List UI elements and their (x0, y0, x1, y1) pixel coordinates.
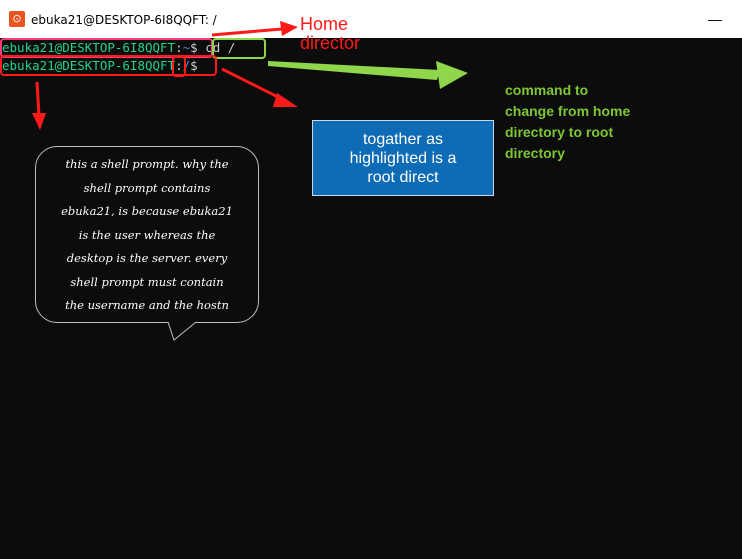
prompt-user-host: ebuka21@DESKTOP-6I8QQFT (2, 40, 176, 55)
highlight-root-path (172, 56, 186, 77)
minimize-button[interactable]: — (708, 11, 722, 27)
highlight-user-host-line-2 (0, 55, 217, 76)
explanation-line: shell prompt contains (83, 180, 211, 195)
explanation-line: shell prompt must contain (70, 274, 224, 289)
root-note-line: togather as (362, 131, 444, 148)
prompt-path: ~ (182, 40, 191, 55)
root-note-line: root direct (367, 169, 439, 186)
explanation-line: ebuka21, is because ebuka21 (61, 204, 233, 218)
command-note-line: change from home (505, 103, 631, 119)
prompt-path: / (182, 58, 191, 73)
command-note-line: directory to root (505, 124, 614, 140)
prompt-user-host: ebuka21@DESKTOP-6I8QQFT (2, 58, 176, 73)
root-directory-note: togather as highlighted is a root direct (312, 120, 494, 196)
prompt-line-2[interactable]: ebuka21@DESKTOP-6I8QQFT:/$ (2, 57, 206, 73)
explanation-line: is the user whereas the (78, 227, 216, 242)
command-note: command to change from home directory to… (505, 80, 675, 164)
prompt-colon: : (175, 58, 183, 73)
prompt-explanation-bubble: this a shell prompt. why the shell promp… (35, 146, 259, 323)
highlight-command (212, 38, 266, 59)
prompt-line-1: ebuka21@DESKTOP-6I8QQFT:~$ cd / (2, 40, 235, 55)
explanation-line: this a shell prompt. why the (65, 157, 229, 171)
prompt-dollar: $ (190, 40, 198, 55)
explanation-line: the username and the hostn (65, 298, 229, 312)
home-note-line: Home (300, 14, 349, 34)
command-note-line: directory (505, 145, 565, 161)
home-directory-note: Home director (300, 15, 360, 53)
prompt-colon: : (175, 40, 183, 55)
window-title: ebuka21@DESKTOP-6I8QQFT: / (31, 13, 217, 27)
prompt-dollar: $ (190, 58, 198, 73)
command-note-line: command to (505, 82, 589, 98)
home-note-line: director (300, 33, 361, 53)
ubuntu-app-icon[interactable]: ⊙ (9, 11, 25, 27)
title-bar[interactable]: ⊙ ebuka21@DESKTOP-6I8QQFT: / — (0, 0, 742, 38)
root-note-line: highlighted is a (349, 150, 457, 167)
explanation-line: desktop is the server. every (66, 251, 228, 265)
